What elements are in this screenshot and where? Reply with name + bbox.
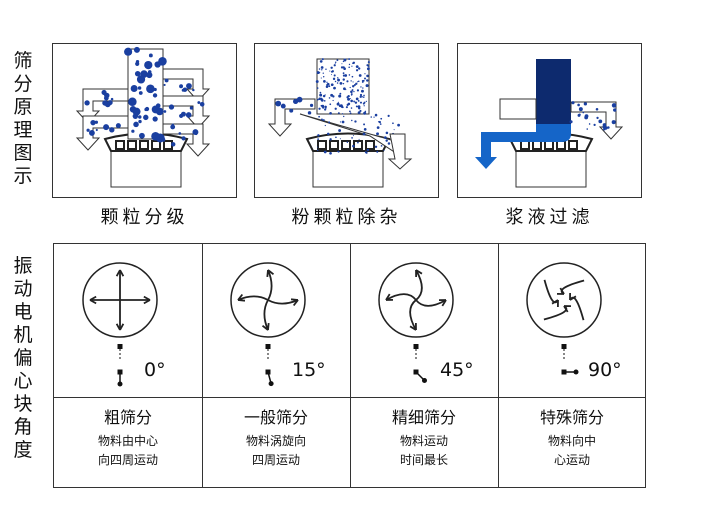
grading-illustration — [53, 44, 238, 199]
eccentric-diagram — [54, 244, 202, 394]
mode-title: 精细筛分 — [350, 404, 498, 428]
lower-block-icon — [562, 370, 567, 375]
mode-desc: 心运动 — [498, 451, 646, 470]
upper-block-icon — [562, 344, 567, 349]
mode-desc: 向四周运动 — [54, 451, 202, 470]
eccentric-angle-table: 0°粗筛分物料由中心向四周运动15°一般筛分物料涡旋向四周运动45°精细筛分物料… — [53, 243, 646, 488]
eccentric-diagram — [498, 244, 646, 394]
lower-block-icon — [266, 370, 271, 375]
mode-title: 特殊筛分 — [498, 404, 646, 428]
angle-label: 90° — [588, 359, 622, 381]
upper-block-icon — [414, 344, 419, 349]
mode-desc: 物料运动 — [350, 432, 498, 451]
panel-impurity — [254, 43, 439, 198]
mode-desc: 四周运动 — [202, 451, 350, 470]
angle-label: 0° — [144, 359, 166, 381]
filtration-illustration — [458, 44, 643, 199]
mode-title: 一般筛分 — [202, 404, 350, 428]
panel-grading — [52, 43, 237, 198]
angle-label: 45° — [440, 359, 474, 381]
section1-label: 筛分原理图示 — [12, 50, 34, 188]
mode-desc: 物料由中心 — [54, 432, 202, 451]
screen-circle — [527, 263, 601, 337]
impurity-illustration — [255, 44, 440, 199]
caption-grading: 颗粒分级 — [52, 203, 237, 229]
eccentric-diagram — [350, 244, 498, 394]
lower-block-icon — [118, 370, 123, 375]
mode-desc: 物料向中 — [498, 432, 646, 451]
upper-block-icon — [118, 344, 123, 349]
angle-label: 15° — [292, 359, 326, 381]
section2-label: 振动电机偏心块角度 — [12, 255, 34, 462]
panel-filtration — [457, 43, 642, 198]
caption-filtration: 浆液过滤 — [457, 203, 642, 229]
mode-title: 粗筛分 — [54, 404, 202, 428]
lower-block-icon — [414, 370, 419, 375]
upper-block-icon — [266, 344, 271, 349]
caption-impurity: 粉颗粒除杂 — [254, 203, 439, 229]
mode-desc: 物料涡旋向 — [202, 432, 350, 451]
eccentric-diagram — [202, 244, 350, 394]
mode-desc: 时间最长 — [350, 451, 498, 470]
